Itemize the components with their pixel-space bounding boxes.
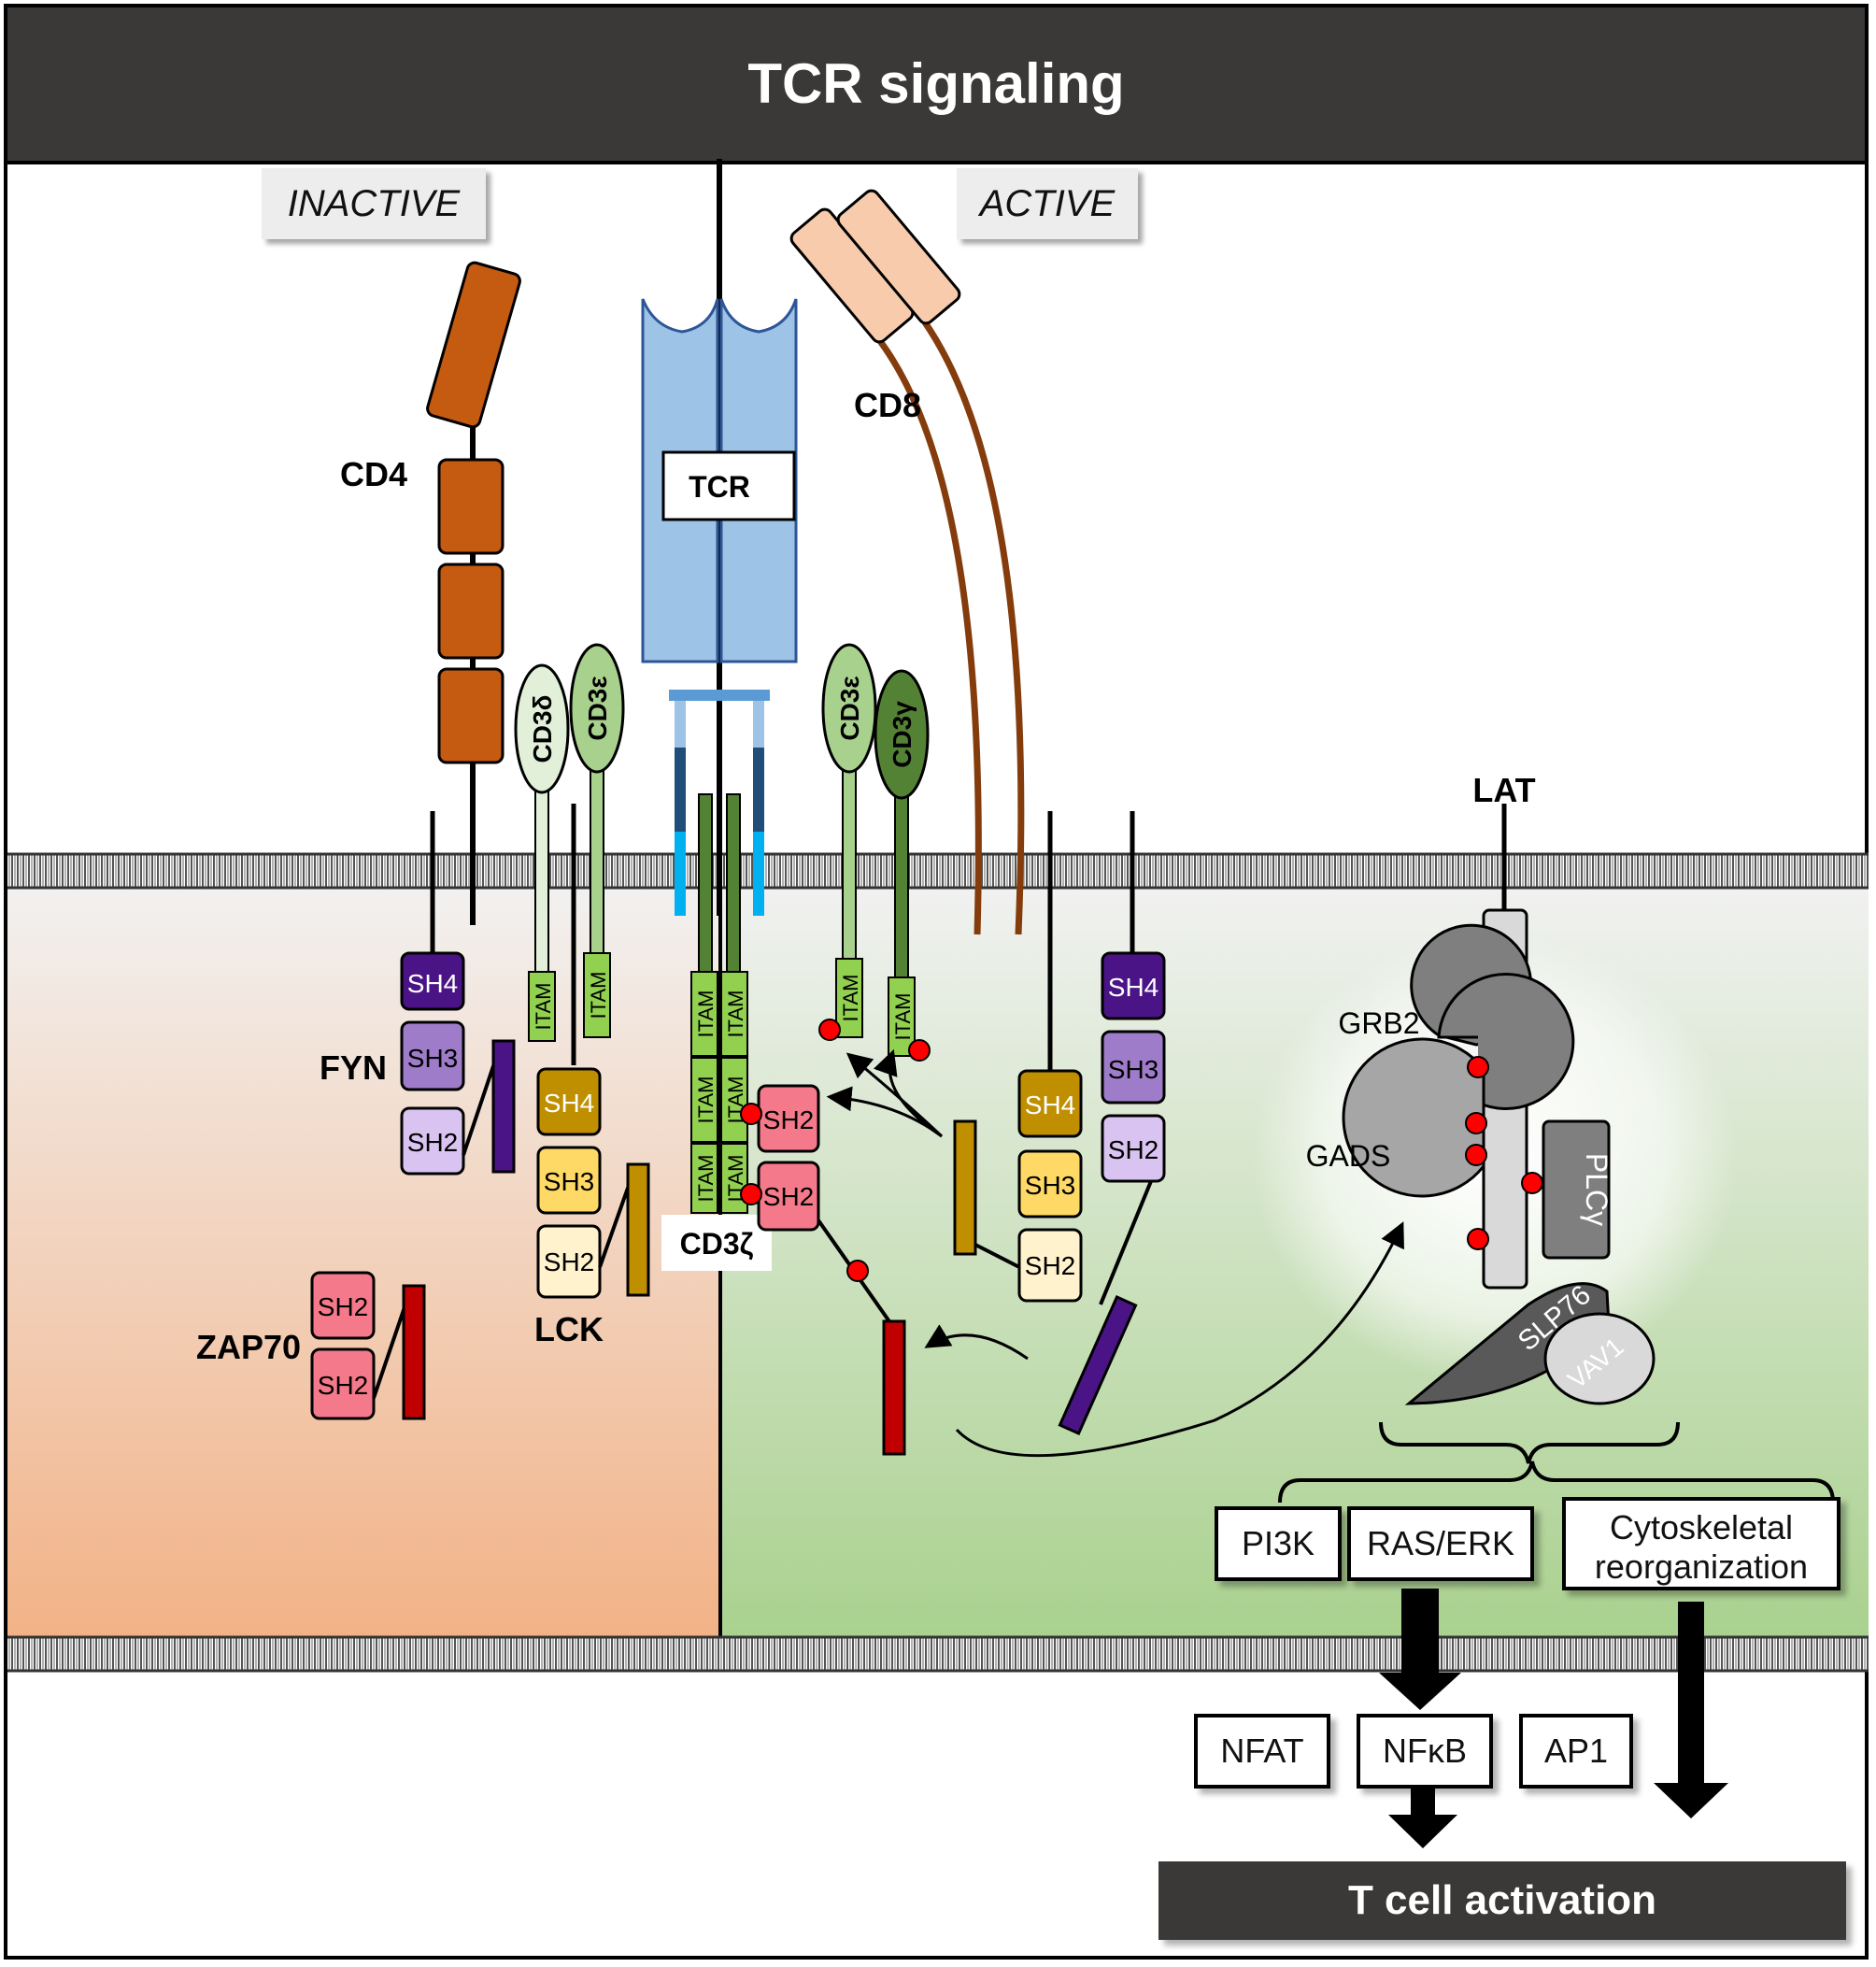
zap70-sh2b-active: SH2 (763, 1182, 814, 1211)
phosphorylation-sites (740, 1019, 1543, 1282)
cytoskeletal-line2: reorganization (1594, 1547, 1809, 1586)
nfkb-box: NFκB (1357, 1714, 1493, 1789)
lck-label: LCK (534, 1310, 604, 1348)
cd3-zeta (661, 793, 772, 1271)
nuclear-membrane (7, 1637, 1869, 1671)
cd3-gamma-active (874, 669, 930, 1057)
lck-sh4-inactive: SH4 (544, 1089, 594, 1118)
zap70-active (757, 1084, 906, 1456)
itam-epsilon-inactive: ITAM (587, 972, 610, 1019)
fyn-sh4-active: SH4 (1108, 973, 1158, 1002)
lck-sh3-active: SH3 (1025, 1171, 1075, 1200)
fyn-sh4-inactive: SH4 (407, 969, 458, 998)
pi3k-box: PI3K (1215, 1506, 1342, 1581)
inactive-cytoplasm (7, 874, 719, 1640)
zap70-inactive (310, 1271, 426, 1420)
lck-sh3-inactive: SH3 (544, 1167, 594, 1196)
itam-zeta-2a: ITAM (694, 1076, 718, 1124)
plasma-membrane (7, 854, 1869, 888)
tcr-complex (641, 159, 798, 916)
grb2-label: GRB2 (1338, 1006, 1419, 1040)
cd3-zeta-label: CD3ζ (680, 1227, 754, 1261)
gads-label: GADS (1306, 1139, 1391, 1173)
lck-sh2-inactive: SH2 (544, 1247, 594, 1276)
cd3-epsilon-label-inactive: CD3ε (583, 676, 612, 740)
fyn-sh3-inactive: SH3 (407, 1044, 458, 1073)
fyn-sh2-inactive: SH2 (407, 1128, 458, 1157)
fyn-label: FYN (320, 1048, 387, 1087)
lat-signalosome (1342, 804, 1656, 1405)
ras-erk-box: RAS/ERK (1347, 1506, 1534, 1581)
itam-delta: ITAM (532, 983, 555, 1031)
cd8-receptor (789, 189, 1025, 935)
zap70-sh2a-active: SH2 (763, 1105, 814, 1134)
lat-label: LAT (1472, 771, 1535, 809)
fyn-sh2-active: SH2 (1108, 1135, 1158, 1164)
cd3-epsilon-label-active: CD3ε (835, 676, 864, 740)
cytoskeletal-reorganization-box: Cytoskeletal reorganization (1562, 1497, 1840, 1590)
lck-sh4-active: SH4 (1025, 1090, 1075, 1119)
lck-sh2-active: SH2 (1025, 1251, 1075, 1280)
active-state-tag: ACTIVE (957, 168, 1138, 239)
lck-active (953, 811, 1083, 1303)
itam-gamma: ITAM (891, 993, 915, 1041)
itam-zeta-3a: ITAM (694, 1155, 718, 1203)
cd8-label: CD8 (854, 386, 921, 424)
lck-inactive (536, 1067, 650, 1299)
cd3-epsilon-active (821, 643, 877, 1038)
pathway-braces (1278, 1421, 1835, 1504)
cd3-epsilon-inactive (569, 643, 625, 1065)
figure-title: TCR signaling (747, 52, 1125, 115)
plcg-label: PLCγ (1580, 1153, 1613, 1226)
zap70-label: ZAP70 (196, 1328, 301, 1366)
cd3-gamma-label: CD3γ (888, 701, 917, 768)
title-bar: TCR signaling (7, 7, 1865, 164)
fyn-sh3-active: SH3 (1108, 1055, 1158, 1084)
t-cell-activation-bar: T cell activation (1158, 1861, 1846, 1940)
cd4-receptor (426, 261, 521, 925)
fyn-active (1058, 811, 1166, 1435)
cd3-delta-inactive (514, 663, 570, 1042)
itam-epsilon-active: ITAM (839, 975, 862, 1022)
cd3-delta-label: CD3δ (528, 695, 557, 763)
zap70-sh2b-inactive: SH2 (318, 1371, 368, 1400)
ap1-box: AP1 (1519, 1714, 1633, 1789)
fyn-inactive (400, 811, 516, 1176)
tcr-label: TCR (689, 470, 750, 504)
signaling-arrows (826, 1048, 1404, 1458)
cd4-label: CD4 (340, 455, 407, 493)
itam-zeta-1b: ITAM (724, 991, 747, 1038)
block-arrows (1379, 1589, 1728, 1848)
nfat-box: NFAT (1194, 1714, 1330, 1789)
zap70-sh2a-inactive: SH2 (318, 1292, 368, 1321)
itam-zeta-1a: ITAM (694, 991, 718, 1038)
cytoskeletal-line1: Cytoskeletal (1609, 1508, 1794, 1547)
inactive-state-tag: INACTIVE (262, 168, 486, 239)
